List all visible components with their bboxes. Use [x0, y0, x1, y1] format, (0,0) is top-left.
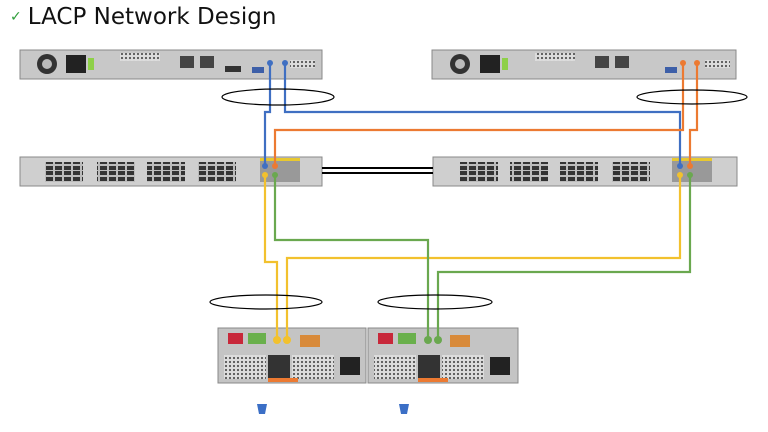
inter-switch-link [322, 167, 433, 174]
storage-controller-a [217, 327, 367, 384]
bucket-icon [399, 404, 409, 414]
switch-1 [19, 156, 323, 187]
cable-blue-1 [263, 63, 272, 165]
lacp-group-server-1 [221, 88, 335, 106]
title-text: LACP Network Design [27, 4, 277, 30]
switch-2 [432, 156, 738, 187]
cable-yellow-1 [263, 175, 279, 340]
server-1 [19, 49, 323, 80]
cable-green-2 [436, 175, 692, 340]
lacp-group-server-2 [636, 89, 748, 105]
port-dots [262, 60, 700, 344]
cable-blue-2 [283, 63, 682, 165]
lacp-group-storage-b [377, 294, 493, 310]
bucket-icon [257, 404, 267, 414]
storage-controller-b [367, 327, 519, 384]
cable-orange-2 [688, 63, 699, 165]
lacp-group-storage-a [209, 294, 323, 310]
checkmark-icon: ✓ [10, 9, 22, 25]
cable-yellow-2 [285, 175, 682, 340]
server-2 [431, 49, 737, 80]
slide-title: ✓ LACP Network Design [10, 4, 276, 30]
cable-orange-1 [273, 63, 685, 165]
cable-green-1 [273, 175, 430, 340]
